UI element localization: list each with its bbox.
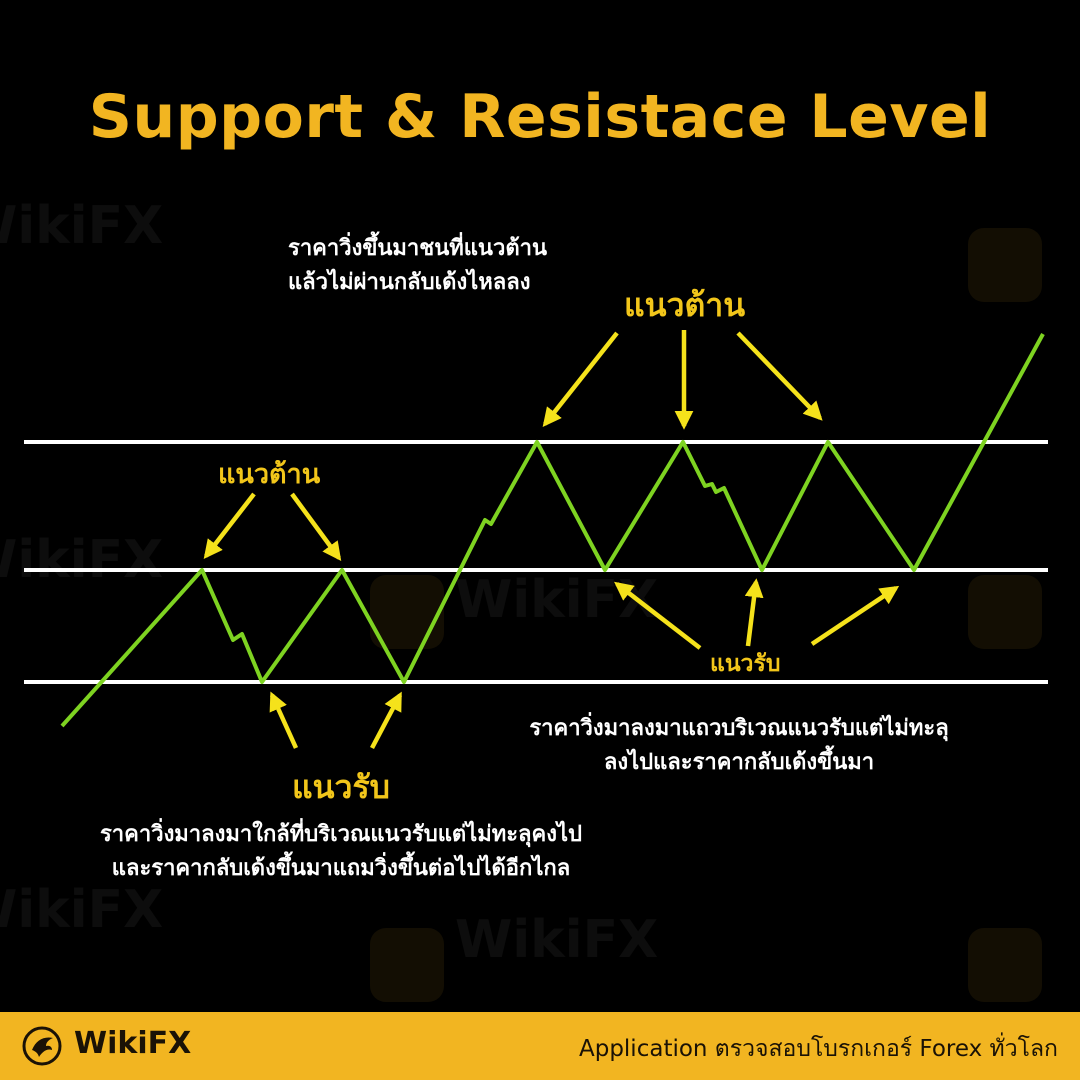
note-line: ราคาวิ่งขึ้นมาชนที่แนวต้าน bbox=[288, 236, 547, 261]
support-label-right: แนวรับ bbox=[710, 651, 781, 677]
eagle-logo-icon bbox=[22, 1026, 62, 1066]
resistance-label-top: แนวต้าน bbox=[624, 286, 746, 324]
watermark-text: WikiFX bbox=[0, 530, 164, 590]
arrow bbox=[269, 691, 299, 749]
arrow bbox=[290, 492, 342, 562]
arrow bbox=[203, 492, 256, 559]
note-line: ราคาวิ่งมาลงมาแถวบริเวณแนวรับแต่ไม่ทะลุ bbox=[529, 716, 949, 741]
note-line: ลงไปและราคากลับเด้งขึ้นมา bbox=[603, 750, 875, 775]
footer-tagline: Application ตรวจสอบโบรกเกอร์ Forex ทั่วโ… bbox=[578, 1036, 1058, 1062]
resistance-label-left: แนวต้าน bbox=[218, 459, 321, 490]
footer-bar: WikiFX Application ตรวจสอบโบรกเกอร์ Fore… bbox=[0, 1012, 1080, 1080]
note-bottom-left: ราคาวิ่งมาลงมาใกล้ที่บริเวณแนวรับแต่ไม่ท… bbox=[46, 818, 636, 886]
watermark-text: WikiFX bbox=[455, 910, 659, 970]
arrow bbox=[744, 578, 764, 647]
watermark-logo bbox=[968, 928, 1042, 1002]
arrow bbox=[736, 331, 823, 421]
arrow bbox=[542, 331, 619, 427]
watermark-text: WikiFX bbox=[0, 880, 164, 940]
arrow bbox=[810, 585, 900, 646]
note-middle-right: ราคาวิ่งมาลงมาแถวบริเวณแนวรับแต่ไม่ทะลุ … bbox=[478, 712, 1000, 780]
footer-brand: WikiFX bbox=[74, 1026, 192, 1061]
arrow bbox=[614, 581, 702, 650]
support-resistance-diagram bbox=[24, 330, 1048, 750]
support-label-left: แนวรับ bbox=[292, 768, 390, 806]
watermark-logo bbox=[968, 575, 1042, 649]
price-line bbox=[60, 333, 1045, 728]
note-line: แล้วไม่ผ่านกลับเด้งไหลลง bbox=[288, 270, 531, 295]
note-top: ราคาวิ่งขึ้นมาชนที่แนวต้าน แล้วไม่ผ่านกล… bbox=[288, 232, 547, 300]
note-line: และราคากลับเด้งขึ้นมาแถมวิ่งขึ้นต่อไปได้… bbox=[111, 856, 571, 881]
watermark-logo bbox=[968, 228, 1042, 302]
watermark-text: WikiFX bbox=[0, 196, 164, 256]
note-line: ราคาวิ่งมาลงมาใกล้ที่บริเวณแนวรับแต่ไม่ท… bbox=[99, 822, 583, 847]
page-title: Support & Resistace Level bbox=[88, 82, 992, 152]
watermark-logo bbox=[370, 928, 444, 1002]
arrow bbox=[370, 691, 402, 750]
watermark-logo bbox=[370, 575, 444, 649]
